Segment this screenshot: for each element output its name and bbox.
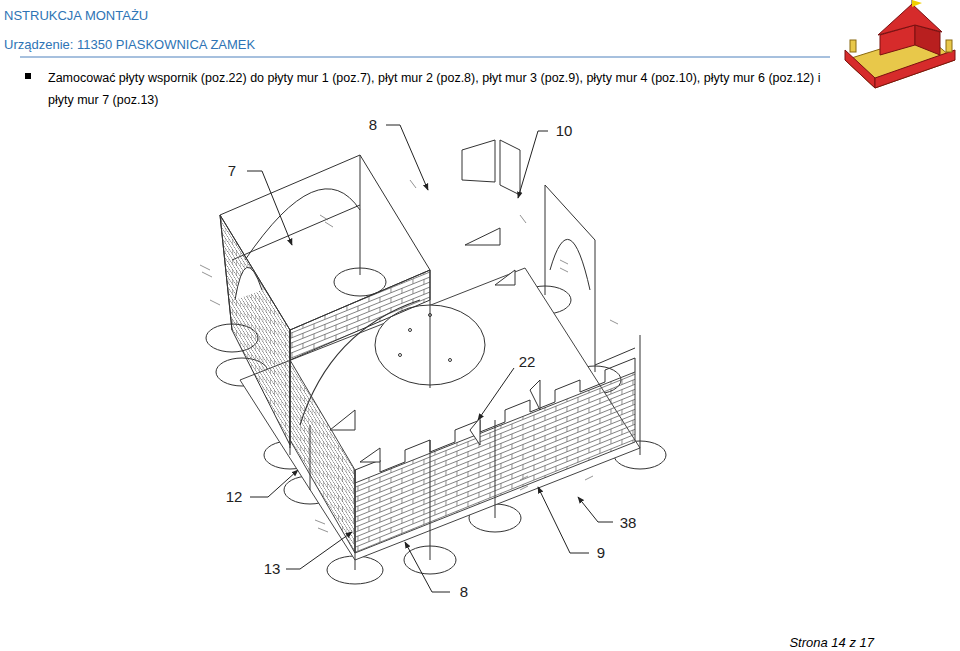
callout-number: 8 xyxy=(367,117,379,134)
callout-number: 13 xyxy=(262,561,283,578)
callout-number: 10 xyxy=(554,123,575,140)
callout-number: 9 xyxy=(595,545,607,562)
page-number: Strona 14 z 17 xyxy=(789,635,874,650)
callout-number: 38 xyxy=(618,515,639,532)
callout-number: 22 xyxy=(517,354,538,371)
header-title: NSTRUKCJA MONTAŻU xyxy=(4,8,148,23)
callout-number: 8 xyxy=(458,584,470,601)
callout-number: 7 xyxy=(226,163,238,180)
instruction-text: Zamocować płyty wspornik (poz.22) do pły… xyxy=(48,67,828,111)
header-device: Urządzenie: 11350 PIASKOWNICA ZAMEK xyxy=(4,37,255,52)
callout-number: 12 xyxy=(224,489,245,506)
